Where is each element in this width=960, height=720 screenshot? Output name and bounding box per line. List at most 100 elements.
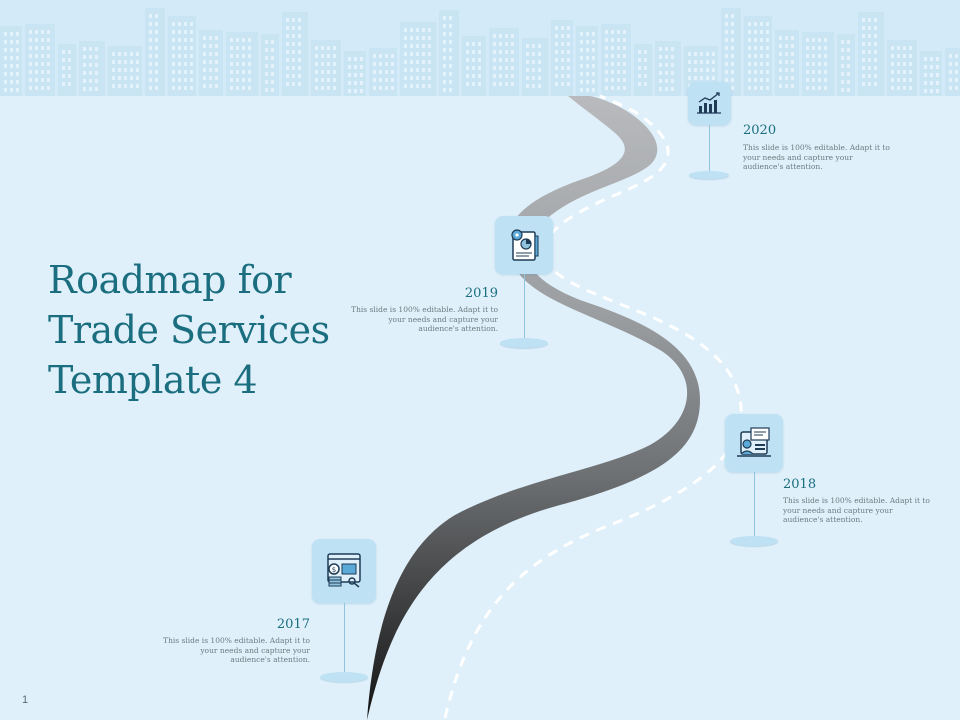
- skyline-window: [824, 54, 827, 58]
- skyline-window: [172, 22, 175, 26]
- skyline-window: [236, 70, 239, 74]
- skyline-window: [184, 70, 187, 74]
- skyline-window: [184, 78, 187, 82]
- skyline-window: [706, 52, 709, 56]
- skyline-window: [754, 22, 757, 26]
- skyline-window: [286, 66, 289, 70]
- skyline-window: [271, 56, 274, 60]
- skyline-window: [4, 64, 7, 68]
- skyline-window: [184, 22, 187, 26]
- skyline-window: [731, 22, 734, 26]
- skyline-window: [209, 52, 212, 56]
- skyline-window: [665, 71, 668, 75]
- skyline-window: [955, 78, 958, 82]
- skyline-window: [538, 76, 541, 80]
- skyline-window: [16, 88, 19, 92]
- skyline-window: [265, 48, 268, 52]
- skyline-window: [493, 82, 496, 86]
- skyline-window: [659, 79, 662, 83]
- skyline-window: [184, 30, 187, 34]
- skyline-window: [443, 64, 446, 68]
- milestone-2017-stem: [344, 603, 345, 676]
- skyline-window: [903, 46, 906, 50]
- skyline-window: [265, 72, 268, 76]
- skyline-window: [766, 86, 769, 90]
- skyline-window: [567, 42, 570, 46]
- skyline-window: [16, 48, 19, 52]
- skyline-window: [47, 46, 50, 50]
- skyline-window: [155, 38, 158, 42]
- skyline-window: [172, 30, 175, 34]
- skyline-window: [779, 76, 782, 80]
- skyline-window: [379, 70, 382, 74]
- skyline-window: [333, 70, 336, 74]
- skyline-window: [230, 54, 233, 58]
- skyline-window: [748, 70, 751, 74]
- skyline-window: [130, 60, 133, 64]
- skyline-window: [731, 54, 734, 58]
- skyline-window: [112, 60, 115, 64]
- milestone-2020-base: [689, 171, 729, 179]
- skyline-window: [567, 26, 570, 30]
- milestone-2020-year: 2020: [743, 123, 777, 138]
- skyline-window: [248, 62, 251, 66]
- skyline-window: [286, 50, 289, 54]
- skyline-window: [215, 36, 218, 40]
- skyline-window: [236, 46, 239, 50]
- skyline-window: [617, 38, 620, 42]
- skyline-window: [567, 74, 570, 78]
- skyline-window: [83, 87, 86, 91]
- skyline-window: [391, 62, 394, 66]
- skyline-window: [505, 42, 508, 46]
- skyline-window: [580, 72, 583, 76]
- skyline-window: [118, 84, 121, 88]
- skyline-window: [68, 74, 71, 78]
- skyline-window: [29, 86, 32, 90]
- milestone-2018-base: [730, 536, 778, 546]
- skyline-window: [818, 54, 821, 58]
- skyline-window: [130, 52, 133, 56]
- skyline-window: [327, 70, 330, 74]
- skyline-window: [416, 36, 419, 40]
- skyline-window: [955, 70, 958, 74]
- skyline-window: [760, 86, 763, 90]
- skyline-window: [638, 58, 641, 62]
- skyline-window: [10, 32, 13, 36]
- skyline-window: [511, 50, 514, 54]
- skyline-window: [428, 52, 431, 56]
- skyline-window: [215, 44, 218, 48]
- skyline-window: [292, 26, 295, 30]
- skyline-window: [567, 50, 570, 54]
- milestone-2020-stem: [709, 125, 710, 175]
- skyline-window: [416, 28, 419, 32]
- skyline-window: [623, 54, 626, 58]
- skyline-window: [766, 54, 769, 58]
- skyline-window: [936, 73, 939, 77]
- skyline-window: [298, 74, 301, 78]
- skyline-window: [818, 86, 821, 90]
- skyline-window: [265, 40, 268, 44]
- skyline-window: [538, 68, 541, 72]
- skyline-window: [472, 82, 475, 86]
- skyline-window: [555, 66, 558, 70]
- skyline-window: [766, 30, 769, 34]
- skyline-window: [874, 34, 877, 38]
- skyline-window: [95, 87, 98, 91]
- skyline-window: [806, 62, 809, 66]
- skyline-building: [601, 24, 631, 96]
- skyline-window: [785, 84, 788, 88]
- skyline-window: [271, 88, 274, 92]
- skyline-window: [580, 56, 583, 60]
- skyline-window: [592, 72, 595, 76]
- skyline-window: [712, 52, 715, 56]
- skyline-window: [298, 50, 301, 54]
- milestone-2019-base: [500, 338, 548, 348]
- skyline-window: [321, 54, 324, 58]
- skyline-window: [949, 70, 952, 74]
- skyline-window: [586, 80, 589, 84]
- skyline-window: [68, 82, 71, 86]
- presentation-screen-icon: [737, 427, 771, 457]
- skyline-window: [348, 81, 351, 85]
- skyline-window: [731, 78, 734, 82]
